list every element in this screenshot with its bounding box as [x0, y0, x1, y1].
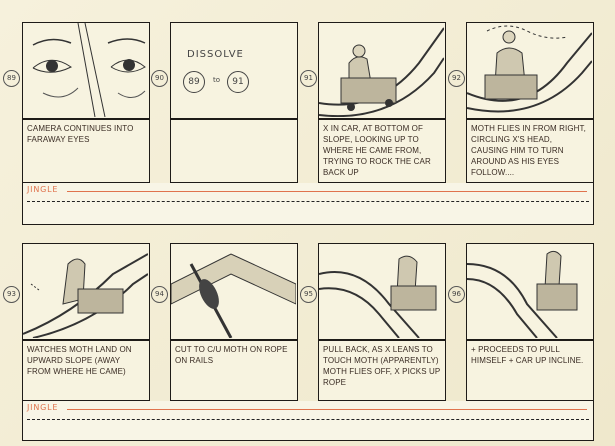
panel-number: 95 [300, 286, 317, 303]
panel-94-frame [170, 243, 298, 340]
panel-92-caption: Moth flies in from right, circling X's h… [466, 119, 594, 183]
jingle-line [67, 409, 587, 410]
soundtrack-strip-2: JINGLE [22, 401, 594, 441]
panel-95-frame [318, 243, 446, 340]
panel-number: 91 [300, 70, 317, 87]
panel-91-frame [318, 22, 446, 119]
panel-95-caption: Pull back, as X leans to touch moth (app… [318, 340, 446, 401]
moth-closeup-sketch [171, 253, 296, 338]
panel-94-caption: Cut to C/U moth on rope on rails [170, 340, 298, 401]
moth-circling-sketch [467, 25, 592, 113]
panel-90-caption [170, 119, 298, 183]
panel-92-frame [466, 22, 594, 119]
dashed-divider [27, 419, 589, 420]
pull-up-incline-sketch [467, 250, 578, 338]
dissolve-from: 89 [183, 71, 205, 93]
soundtrack-strip-1: JINGLE [22, 183, 594, 225]
panel-number: 94 [151, 286, 168, 303]
jingle-label: JINGLE [27, 403, 59, 412]
panel-96-caption: + proceeds to pull himself + car up incl… [466, 340, 594, 401]
jingle-line [67, 191, 587, 192]
panel-89-caption: Camera continues into faraway eyes [22, 119, 150, 183]
panel-93-frame [22, 243, 150, 340]
panel-96-frame [466, 243, 594, 340]
panel-number: 96 [448, 286, 465, 303]
panel-number: 92 [448, 70, 465, 87]
panel-93-caption: Watches moth land on upward slope (away … [22, 340, 150, 401]
watches-moth-sketch [23, 253, 148, 338]
eyes-sketch [32, 23, 146, 117]
panel-90-frame: DISSOLVE 89 to 91 [170, 22, 298, 119]
panel-89-frame [22, 22, 150, 119]
pull-back-sketch [319, 255, 437, 338]
dissolve-label: DISSOLVE [187, 49, 244, 60]
strip-border [23, 440, 593, 441]
man-in-car-sketch [319, 27, 444, 117]
dissolve-to: 91 [227, 71, 249, 93]
dissolve-to-word: to [213, 76, 221, 84]
strip-border [23, 224, 593, 225]
panel-number: 93 [3, 286, 20, 303]
panel-91-caption: X in car, at bottom of slope, looking up… [318, 119, 446, 183]
jingle-label: JINGLE [27, 185, 59, 194]
panel-number: 90 [151, 70, 168, 87]
panel-number: 89 [3, 70, 20, 87]
dashed-divider [27, 201, 589, 202]
